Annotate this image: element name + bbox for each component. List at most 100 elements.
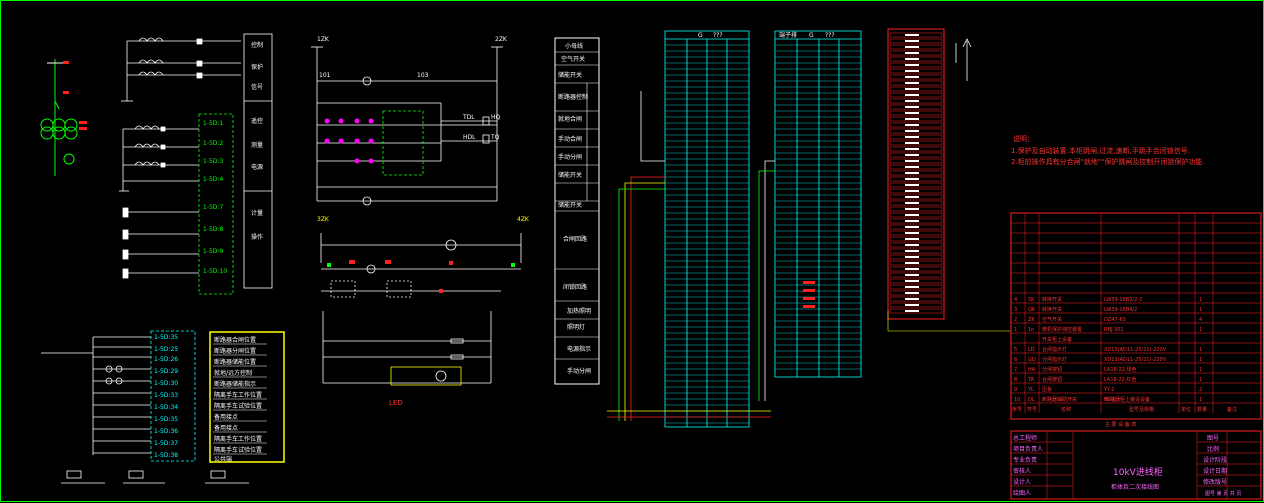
red-terminal-cell — [889, 260, 943, 266]
red-terminal-mark — [905, 184, 919, 186]
wiring-harness — [607, 91, 775, 421]
equipment-table-grid — [1011, 213, 1261, 420]
equip-cell-name: 断路器辅助开关 — [1042, 396, 1077, 403]
svg-text:1-5D:2: 1-5D:2 — [203, 140, 223, 147]
main-equip-label: 主 要 设 备 表 — [1105, 421, 1136, 428]
col-label-6: 电源 — [251, 163, 263, 171]
svg-text:1-5D:30: 1-5D:30 — [154, 380, 178, 387]
equip-cell-code: TA — [1027, 377, 1035, 383]
svg-text:1-5D:38: 1-5D:38 — [154, 452, 178, 459]
red-terminal-mark — [905, 100, 919, 102]
equip-cell-model: LA18-22,红色 — [1104, 376, 1136, 383]
equip-header-unit: 单位 — [1181, 406, 1191, 413]
equip-footer: 断路器柜上装设设备 — [1105, 396, 1150, 403]
title-block-sign: 总工程师 项目负责人 专业负责 审核人 设计人 绘图人 图号 比例 设计阶段 设… — [1013, 434, 1241, 497]
red-terminal-cell — [889, 110, 943, 116]
red-terminal-cell — [889, 218, 943, 224]
terminal-b-header-1: 端子排 — [779, 31, 797, 39]
equip-cell-qty: 1 — [1199, 367, 1202, 373]
red-terminal-cell — [889, 62, 943, 68]
equip-cell-no: 8 — [1014, 377, 1017, 383]
equip-cell-no: 3 — [1014, 307, 1017, 313]
equip-cell-code: HA — [1028, 367, 1036, 373]
equip-cell-model: XD13(AD11-25/21)-220V — [1104, 357, 1167, 363]
col-label-8: 操作 — [251, 233, 263, 241]
func-row-15: 手动分闸 — [567, 367, 591, 375]
red-terminal-cell — [889, 182, 943, 188]
svg-text:1-5D:9: 1-5D:9 — [203, 248, 223, 255]
red-terminal-mark — [905, 106, 919, 108]
svg-text:1-5D:10: 1-5D:10 — [203, 268, 227, 275]
label-tq: TQ — [490, 134, 500, 141]
red-terminal-mark — [905, 34, 919, 36]
signal-item-10: 隔离手车工作位置 — [214, 435, 262, 443]
sign-right-2: 比例 — [1207, 445, 1219, 453]
svg-text:1-5D:35: 1-5D:35 — [154, 416, 178, 423]
func-row-8: 储能开关 — [558, 171, 582, 179]
col-label-3: 信号 — [251, 83, 263, 91]
signal-item-9: 备用接点 — [214, 424, 238, 432]
red-terminal-mark — [905, 268, 919, 270]
func-row-10: 合闸回路 — [563, 235, 587, 243]
sign-row-4: 审核人 — [1013, 467, 1031, 475]
storage-green-marks — [327, 263, 515, 267]
func-row-12: 加热照明 — [567, 307, 591, 315]
signal-item-3: 断路器储能位置 — [214, 358, 256, 366]
red-column-to-table — [887, 311, 1011, 332]
red-terminal-cell — [889, 134, 943, 140]
red-terminal-mark — [905, 136, 919, 138]
equipment-header: 序号 符号 名称 型号及规格 单位 数量 备注 断路器柜上装设设备 主 要 设 … — [1012, 396, 1237, 428]
red-terminal-cell — [889, 50, 943, 56]
red-terminal-mark — [905, 46, 919, 48]
red-terminal-mark — [905, 118, 919, 120]
red-terminal-cell — [889, 128, 943, 134]
red-terminal-mark — [905, 196, 919, 198]
red-column-arrow — [955, 38, 972, 81]
equip-cell-no: 7 — [1014, 367, 1017, 373]
equip-cell-name: 压板 — [1042, 386, 1052, 393]
relay-terminal-box — [150, 330, 196, 462]
func-row-3: 储能开关 — [558, 71, 582, 79]
red-terminal-mark — [905, 124, 919, 126]
label-hq: HQ — [491, 114, 501, 121]
svg-text:1-5D:35: 1-5D:35 — [154, 334, 178, 341]
red-terminal-cell — [889, 296, 943, 302]
red-terminal-mark — [905, 82, 919, 84]
red-terminal-mark — [905, 154, 919, 156]
terminal-a-header-g: G — [698, 32, 703, 39]
notes-line-1: 1.保护及自动装置:本柜跳闸,过流,速断,手跳手合闭锁信号. — [1011, 146, 1190, 155]
equip-cell-code: SK — [1028, 297, 1035, 303]
red-terminal-mark — [905, 178, 919, 180]
red-terminal-mark — [905, 190, 919, 192]
equip-cell-name: 转换开关 — [1042, 296, 1062, 303]
func-row-7: 手动分闸 — [558, 153, 582, 161]
equip-cell-no: 6 — [1014, 357, 1017, 363]
red-terminal-cell — [889, 254, 943, 260]
equip-header-remark: 备注 — [1227, 406, 1237, 413]
heater-circuit — [322, 311, 492, 384]
func-row-2: 空气开关 — [561, 55, 585, 63]
signal-item-11: 隔离手车试验位置 — [214, 446, 262, 454]
equip-header-model: 型号及规格 — [1129, 406, 1154, 413]
sign-row-1: 总工程师 — [1013, 434, 1037, 442]
label-1zk: 1ZK — [317, 36, 330, 43]
equip-cell-no: 2 — [1014, 317, 1017, 323]
storage-labels: 3ZK 4ZK — [317, 216, 530, 223]
red-terminal-mark — [905, 172, 919, 174]
svg-text:1-5D:25: 1-5D:25 — [154, 346, 178, 353]
terminal-b-header-g: G — [809, 32, 814, 39]
svg-text:1-5D:8: 1-5D:8 — [203, 226, 223, 233]
label-101: 101 — [319, 72, 331, 79]
red-terminal-cell — [889, 266, 943, 272]
col-label-4: 遥控 — [251, 117, 263, 125]
red-terminal-cell — [889, 122, 943, 128]
red-terminal-mark — [905, 310, 919, 312]
red-terminal-mark — [905, 76, 919, 78]
equip-cell-code: YL — [1027, 387, 1034, 393]
red-terminal-cell — [889, 302, 943, 308]
red-terminal-mark — [905, 148, 919, 150]
svg-text:1-5D:1: 1-5D:1 — [203, 120, 223, 127]
red-terminal-cell — [889, 224, 943, 230]
red-terminal-mark — [905, 226, 919, 228]
